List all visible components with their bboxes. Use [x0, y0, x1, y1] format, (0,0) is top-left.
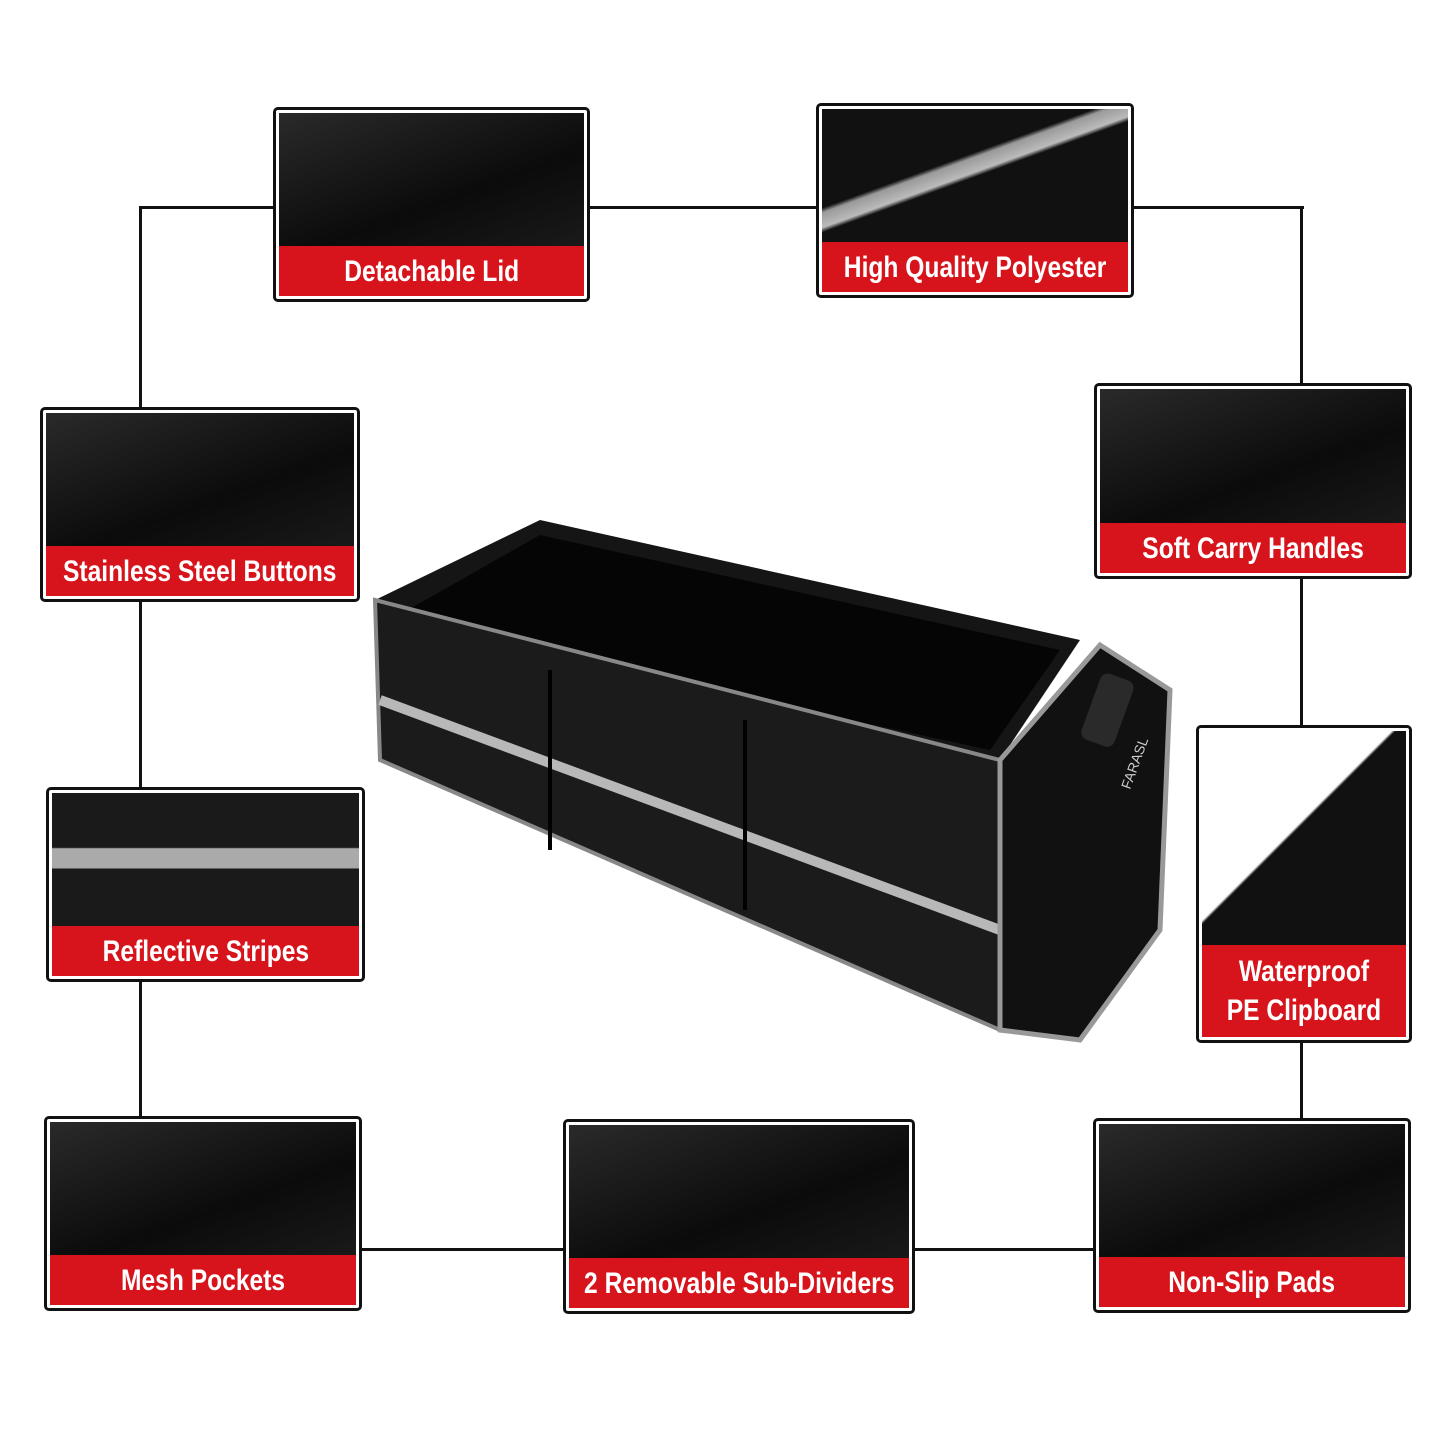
- side-pocket: [997, 641, 1173, 1043]
- connector-line-left: [139, 206, 142, 1252]
- feature-card-carry-handles: Soft Carry Handles: [1094, 383, 1412, 579]
- trunk-organizer-product-image: FARASL: [372, 520, 1173, 1043]
- feature-label: Stainless Steel Buttons: [63, 554, 337, 588]
- feature-label: Detachable Lid: [344, 254, 519, 288]
- feature-label: Non-Slip Pads: [1168, 1265, 1336, 1299]
- feature-photo: [822, 109, 1128, 245]
- connector-line-top: [141, 206, 1304, 209]
- reflective-stripe: [378, 695, 1002, 935]
- feature-label: High Quality Polyester: [843, 250, 1107, 284]
- feature-card-mesh-pockets: Mesh Pockets: [44, 1116, 362, 1311]
- feature-card-detachable-lid: Detachable Lid: [273, 107, 590, 302]
- feature-photo: [1202, 731, 1406, 948]
- feature-card-sub-dividers: 2 Removable Sub-Dividers: [563, 1119, 915, 1314]
- feature-card-pe-clipboard: Waterproof PE Clipboard: [1196, 725, 1412, 1043]
- feature-photo: [1100, 389, 1406, 526]
- feature-label: Soft Carry Handles: [1142, 531, 1364, 565]
- feature-label: Waterproof PE Clipboard: [1226, 955, 1382, 1027]
- feature-photo: [569, 1125, 909, 1261]
- feature-card-polyester: High Quality Polyester: [816, 103, 1134, 298]
- feature-photo: [52, 793, 359, 929]
- feature-card-reflective-stripes: Reflective Stripes: [46, 787, 365, 982]
- feature-photo: [46, 413, 354, 549]
- feature-photo: [50, 1122, 356, 1258]
- feature-label: Mesh Pockets: [120, 1263, 286, 1297]
- feature-label: Reflective Stripes: [102, 934, 309, 968]
- feature-card-steel-buttons: Stainless Steel Buttons: [40, 407, 360, 602]
- feature-card-non-slip-pads: Non-Slip Pads: [1093, 1118, 1411, 1313]
- feature-photo: [1099, 1124, 1405, 1260]
- feature-photo: [279, 113, 584, 249]
- carry-handle: [1081, 673, 1134, 747]
- feature-label: 2 Removable Sub-Dividers: [583, 1266, 895, 1300]
- organizer-interior: [390, 535, 1060, 750]
